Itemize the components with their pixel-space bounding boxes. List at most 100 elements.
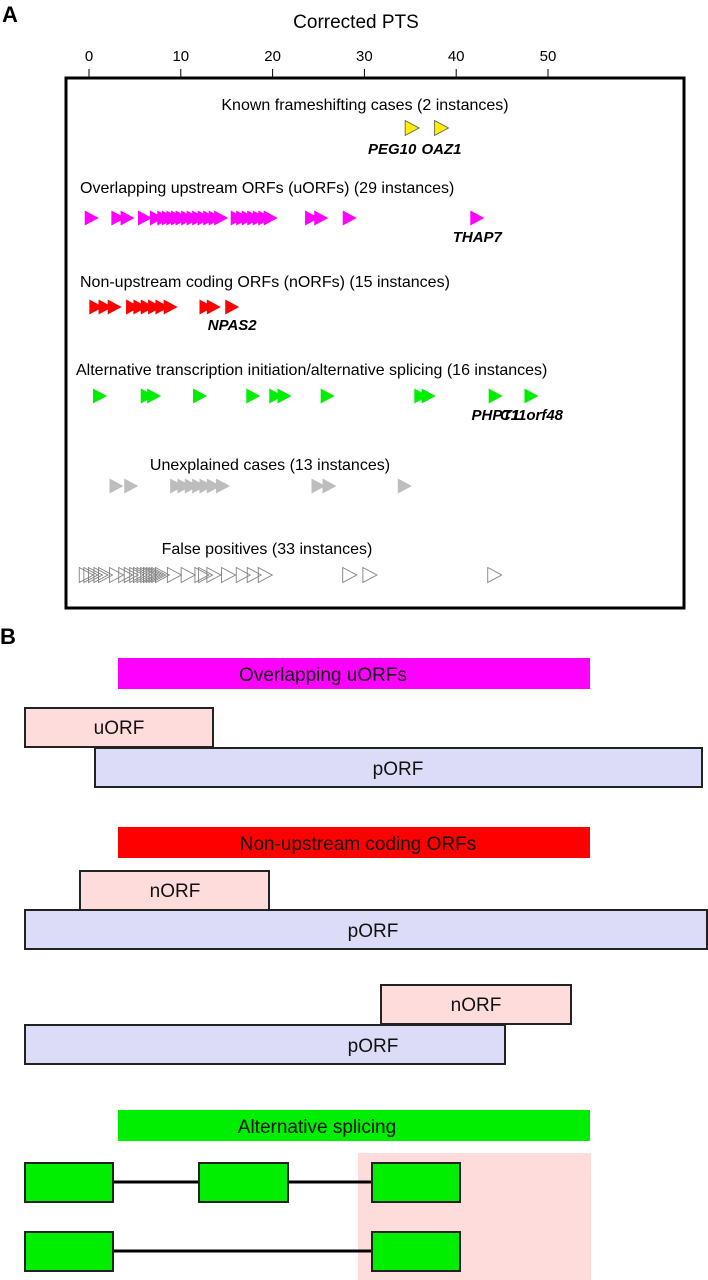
triangle-marker — [414, 388, 429, 404]
triangle-marker — [246, 566, 263, 584]
triangle-marker — [235, 566, 252, 584]
triangle-marker — [84, 210, 99, 226]
triangle-marker — [404, 119, 420, 137]
triangle-marker — [269, 388, 284, 404]
triangle-marker — [140, 299, 155, 315]
triangle-marker — [322, 478, 337, 494]
triangle-marker — [470, 210, 485, 226]
triangle-marker — [154, 566, 171, 584]
exon-1-isoform-2 — [24, 1231, 114, 1272]
triangle-marker — [87, 566, 104, 584]
triangle-marker — [206, 299, 221, 315]
triangle-marker — [177, 478, 192, 494]
triangle-marker — [83, 566, 99, 584]
triangle-marker — [89, 299, 104, 315]
triangle-marker — [151, 566, 167, 584]
porf-box-3 — [24, 1024, 506, 1065]
triangle-marker — [109, 566, 125, 584]
triangle-marker — [107, 299, 122, 315]
row-label-unexplained: Unexplained cases (13 instances) — [150, 457, 390, 474]
x-axis-title: Corrected PTS — [293, 12, 419, 33]
triangle-marker — [155, 299, 170, 315]
x-tick-label: 20 — [264, 48, 281, 65]
norf-box-1 — [79, 870, 270, 911]
gene-label: C11orf48 — [500, 407, 564, 424]
triangle-marker — [148, 566, 164, 584]
exon-2-isoform-1 — [198, 1162, 289, 1203]
gene-label: THAP7 — [453, 229, 503, 246]
triangle-marker — [434, 119, 450, 137]
triangle-marker — [314, 210, 329, 226]
triangle-marker — [216, 478, 231, 494]
triangle-marker — [225, 299, 240, 315]
triangle-marker — [199, 478, 214, 494]
triangle-marker — [199, 299, 214, 315]
triangle-marker — [180, 566, 197, 584]
triangle-marker — [397, 478, 412, 494]
gene-label: PEG10 — [368, 141, 417, 158]
triangle-marker — [98, 566, 114, 584]
exon-3-isoform-2 — [371, 1231, 461, 1272]
triangle-marker — [93, 566, 109, 584]
porf-box-3-label: pORF — [348, 1036, 399, 1057]
panel-a-letter: A — [2, 2, 18, 27]
triangle-marker — [311, 478, 326, 494]
triangle-marker — [246, 388, 261, 404]
x-tick-label: 10 — [172, 48, 189, 65]
triangle-marker — [184, 478, 199, 494]
triangle-marker — [149, 210, 164, 226]
gene-label: NPAS2 — [208, 317, 258, 334]
triangle-marker — [137, 210, 152, 226]
triangle-marker — [488, 388, 503, 404]
triangle-marker — [145, 566, 162, 584]
alt-splicing-banner — [118, 1110, 590, 1141]
x-tick-label: 50 — [540, 48, 557, 65]
triangle-marker — [421, 388, 436, 404]
triangle-marker — [192, 478, 207, 494]
triangle-marker — [120, 210, 135, 226]
triangle-marker — [342, 566, 358, 584]
gene-label: PHPT1 — [471, 407, 519, 424]
triangle-marker — [143, 566, 159, 584]
nonupstream-orfs-banner-label: Non-upstream coding ORFs — [240, 834, 477, 855]
triangle-marker — [93, 388, 108, 404]
triangle-marker — [305, 210, 320, 226]
porf-box-2 — [24, 909, 708, 950]
triangle-marker — [193, 388, 208, 404]
x-tick-label: 30 — [356, 48, 373, 65]
overlapping-uorfs-banner — [118, 658, 590, 689]
triangle-marker — [206, 566, 222, 584]
alt-splicing-banner-label: Alternative splicing — [238, 1117, 396, 1138]
porf-box-label: pORF — [373, 759, 424, 780]
triangle-marker — [111, 210, 126, 226]
porf-box — [94, 747, 703, 788]
gene-label: OAZ1 — [422, 141, 462, 158]
norf-box-1-label: nORF — [150, 881, 201, 902]
triangle-marker — [194, 566, 210, 584]
row-label-alt-splicing: Alternative transcription initiation/alt… — [76, 362, 547, 379]
x-tick-label: 0 — [85, 48, 93, 65]
triangle-marker — [109, 478, 124, 494]
triangle-marker — [124, 478, 139, 494]
triangle-marker — [524, 388, 539, 404]
triangle-marker — [320, 388, 335, 404]
plot-frame — [64, 76, 686, 610]
triangle-marker — [163, 299, 178, 315]
triangle-marker — [78, 566, 95, 584]
triangle-marker — [362, 566, 378, 584]
row-label-false-positives: False positives (33 instances) — [162, 541, 373, 558]
triangle-marker — [263, 210, 278, 226]
exon-1-isoform-1 — [24, 1162, 114, 1203]
triangle-marker — [198, 566, 214, 584]
porf-box-2-label: pORF — [348, 921, 399, 942]
triangle-marker — [277, 388, 292, 404]
triangle-marker — [342, 210, 357, 226]
row-label-frameshifting: Known frameshifting cases (2 instances) — [221, 97, 508, 114]
uorf-box-label: uORF — [94, 718, 145, 739]
norf-box-2-label: nORF — [451, 995, 502, 1016]
triangle-marker — [170, 478, 185, 494]
triangle-marker — [118, 566, 134, 584]
